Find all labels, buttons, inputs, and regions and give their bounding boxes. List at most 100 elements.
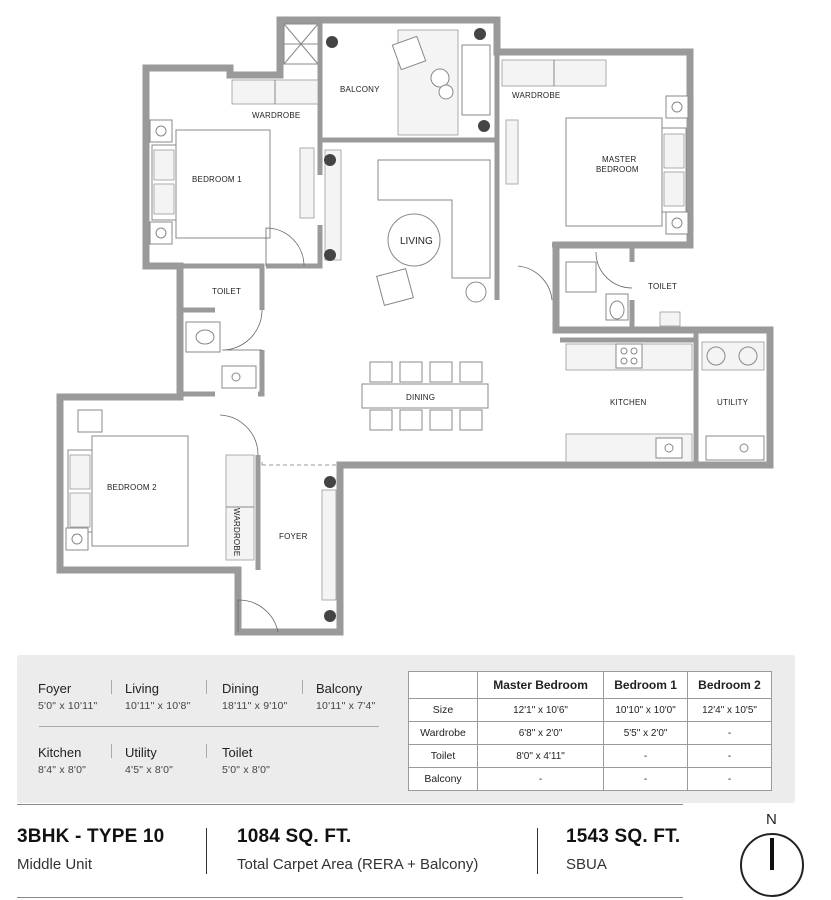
dim-value: 10'11" x 7'4" — [316, 700, 376, 712]
dim-name: Balcony — [316, 681, 363, 696]
bedroom-size-table: Master Bedroom Bedroom 1 Bedroom 2 Size … — [408, 671, 772, 791]
table-cell: - — [603, 767, 689, 791]
dim-utility: Utility 4'5" x 8'0" — [125, 745, 173, 776]
dim-name: Kitchen — [38, 745, 82, 760]
dim-value: 10'11" x 10'8" — [125, 700, 191, 712]
carpet-area-block: 1084 SQ. FT. Total Carpet Area (RERA + B… — [237, 826, 478, 873]
dim-value: 4'5" x 8'0" — [125, 764, 174, 776]
table-cell: 10'10" x 10'0" — [603, 698, 689, 722]
dim-balcony: Balcony 10'11" x 7'4" — [316, 681, 375, 712]
dim-row-separator — [39, 726, 379, 727]
north-compass-icon: N — [740, 811, 804, 897]
divider — [111, 680, 112, 694]
table-cell: 12'4" x 10'5" — [687, 698, 772, 722]
dim-name: Utility — [125, 745, 157, 760]
table-header-row: Master Bedroom Bedroom 1 Bedroom 2 — [408, 671, 772, 699]
dim-toilet: Toilet 5'0" x 8'0" — [222, 745, 270, 776]
table-row-header: Wardrobe — [408, 721, 478, 745]
sbua-title: 1543 SQ. FT. — [566, 826, 681, 847]
table-row-header: Toilet — [408, 744, 478, 768]
dim-value: 5'0" x 8'0" — [222, 764, 271, 776]
label-master-line2: BEDROOM — [596, 165, 639, 174]
outer-wall — [56, 16, 774, 636]
footer-bottom-rule — [17, 897, 683, 898]
dim-name: Living — [125, 681, 159, 696]
footer-top-rule — [17, 804, 683, 805]
wardrobe-bedroom2-unit — [225, 454, 255, 561]
label-wardrobe-b1: WARDROBE — [252, 111, 300, 120]
doors — [219, 227, 633, 633]
table-cell: - — [687, 767, 772, 791]
dim-foyer: Foyer 5'0" x 10'11" — [38, 681, 97, 712]
utility-fixtures — [701, 341, 765, 461]
label-kitchen: KITCHEN — [610, 398, 647, 407]
floor-plan: BALCONY WARDROBE WARDROBE BEDROOM 1 MAST… — [56, 16, 774, 636]
toilet-right-fixtures — [565, 261, 681, 327]
kitchen-counters — [565, 343, 693, 463]
label-toilet-left: TOILET — [212, 287, 241, 296]
unit-type-subtitle: Middle Unit — [17, 856, 93, 873]
living-furniture — [324, 149, 491, 306]
compass-label: N — [766, 811, 777, 828]
dim-name: Dining — [222, 681, 259, 696]
bed-bedroom1 — [149, 119, 315, 245]
footer-divider — [537, 828, 538, 874]
dim-kitchen: Kitchen 8'4" x 8'0" — [38, 745, 86, 776]
unit-type-block: 3BHK - TYPE 10 Middle Unit — [17, 826, 164, 873]
divider — [206, 744, 207, 758]
divider — [206, 680, 207, 694]
sbua-subtitle: SBUA — [566, 856, 607, 873]
carpet-area-title: 1084 SQ. FT. — [237, 826, 352, 847]
table-cell: - — [476, 767, 605, 791]
interior-walls — [180, 22, 699, 570]
label-master-line1: MASTER — [602, 155, 637, 164]
balcony-furniture — [326, 28, 491, 136]
label-bedroom1: BEDROOM 1 — [192, 175, 242, 184]
table-cell: - — [687, 744, 772, 768]
dim-value: 8'4" x 8'0" — [38, 764, 87, 776]
dining-table — [361, 361, 489, 431]
table-header-cell: Master Bedroom — [476, 671, 605, 699]
table-header-cell — [408, 671, 478, 699]
sbua-block: 1543 SQ. FT. SBUA — [566, 826, 680, 873]
table-row: Toilet 8'0" x 4'11" - - — [408, 744, 772, 768]
table-cell: 12'1" x 10'6" — [476, 698, 605, 722]
table-cell: 5'5" x 2'0" — [603, 721, 689, 745]
bed-master — [505, 95, 689, 235]
dim-dining: Dining 18'11" x 9'10" — [222, 681, 287, 712]
foyer-fixtures — [261, 462, 340, 622]
dim-living: Living 10'11" x 10'8" — [125, 681, 190, 712]
table-row-header: Balcony — [408, 767, 478, 791]
label-dining: DINING — [406, 393, 435, 402]
duct-shaft — [283, 23, 319, 65]
table-cell: - — [687, 721, 772, 745]
table-row: Size 12'1" x 10'6" 10'10" x 10'0" 12'4" … — [408, 698, 772, 722]
carpet-area-subtitle: Total Carpet Area (RERA + Balcony) — [237, 856, 479, 873]
label-toilet-right: TOILET — [648, 282, 677, 291]
label-foyer: FOYER — [279, 532, 308, 541]
toilet-left-fixtures — [185, 321, 257, 389]
dim-value: 5'0" x 10'11" — [38, 700, 98, 712]
table-row-header: Size — [408, 698, 478, 722]
divider — [111, 744, 112, 758]
divider — [302, 680, 303, 694]
table-cell: 6'8" x 2'0" — [476, 721, 605, 745]
label-utility: UTILITY — [717, 398, 749, 407]
label-balcony: BALCONY — [340, 85, 380, 94]
table-row: Wardrobe 6'8" x 2'0" 5'5" x 2'0" - — [408, 721, 772, 745]
label-bedroom2: BEDROOM 2 — [107, 483, 157, 492]
footer-divider — [206, 828, 207, 874]
dim-name: Toilet — [222, 745, 253, 760]
dim-name: Foyer — [38, 681, 72, 696]
wardrobe-bedroom1-unit — [231, 79, 319, 105]
bed-bedroom2 — [65, 409, 189, 551]
info-panel: Foyer 5'0" x 10'11" Living 10'11" x 10'8… — [17, 655, 795, 803]
table-cell: - — [603, 744, 689, 768]
unit-type-title: 3BHK - TYPE 10 — [17, 826, 165, 847]
table-header-cell: Bedroom 2 — [687, 671, 772, 699]
table-row: Balcony - - - — [408, 767, 772, 791]
label-wardrobe-b2: WARDROBE — [232, 508, 241, 556]
table-header-cell: Bedroom 1 — [603, 671, 689, 699]
label-living: LIVING — [400, 236, 433, 247]
dim-value: 18'11" x 9'10" — [222, 700, 288, 712]
